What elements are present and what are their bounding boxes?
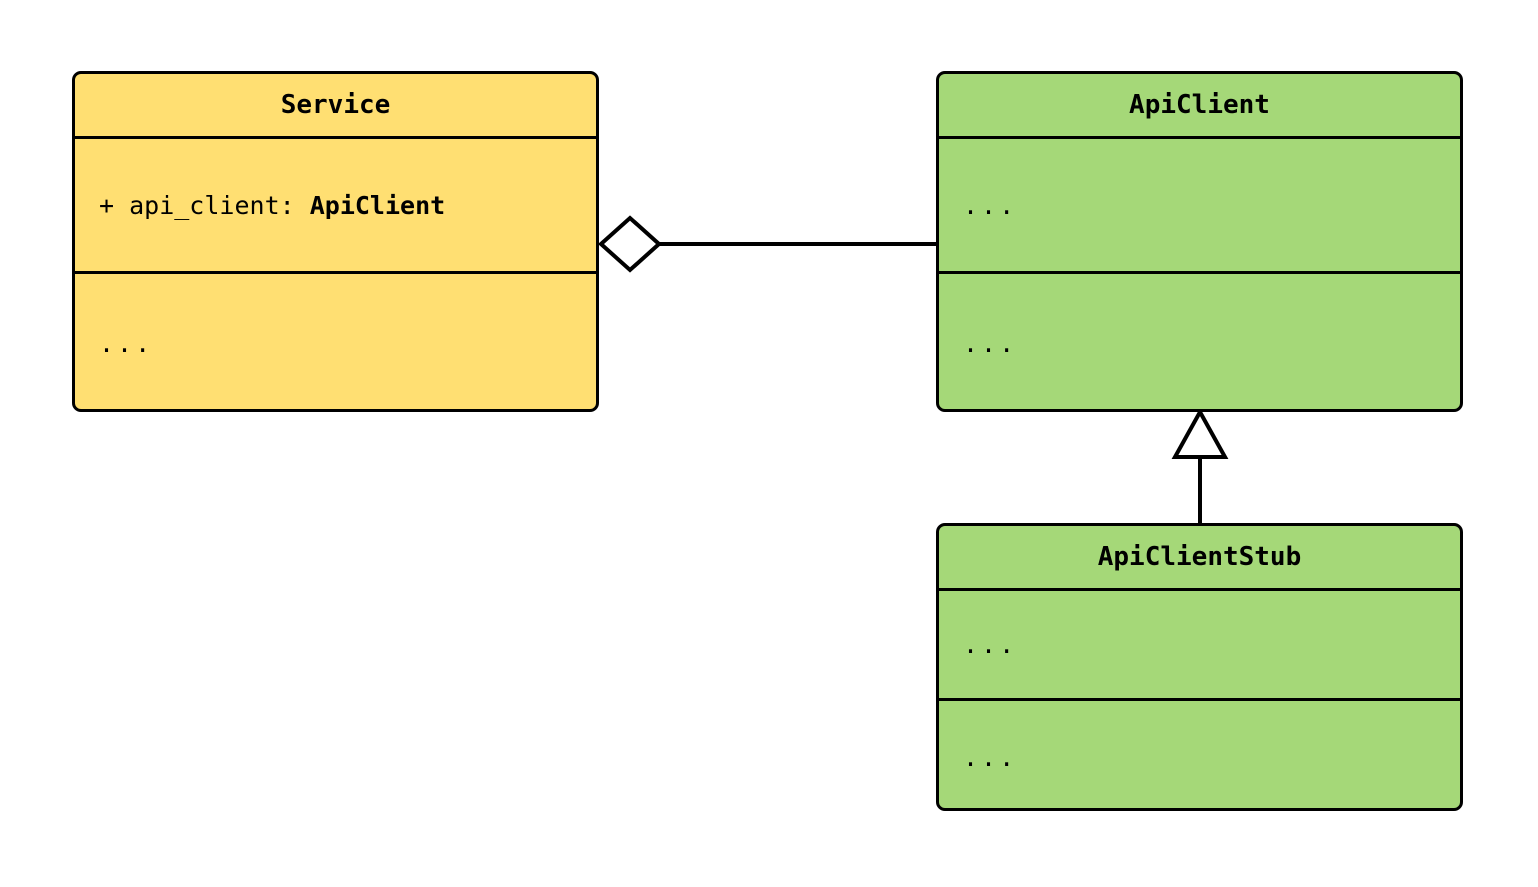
- attribute-row: ...: [963, 190, 1018, 220]
- attribute-type: ApiClient: [309, 190, 446, 220]
- class-title-apiclient: ApiClient: [939, 74, 1460, 139]
- attribute-row: + api_client: ApiClient: [99, 191, 445, 220]
- class-box-apiclient[interactable]: ApiClient ... ...: [936, 71, 1463, 412]
- method-row: ...: [963, 328, 1018, 358]
- attribute-prefix: + api_client:: [99, 190, 310, 220]
- aggregation-edge-service-apiclient[interactable]: [598, 215, 937, 273]
- class-methods-apiclientstub: ...: [939, 701, 1460, 808]
- class-attributes-service: + api_client: ApiClient: [75, 139, 596, 274]
- class-title-service: Service: [75, 74, 596, 139]
- class-box-service[interactable]: Service + api_client: ApiClient ...: [72, 71, 599, 412]
- hollow-diamond-icon: [598, 215, 662, 273]
- method-row: ...: [963, 743, 1018, 772]
- class-methods-apiclient: ...: [939, 274, 1460, 409]
- hollow-triangle-icon: [1171, 407, 1229, 459]
- generalization-edge-stub-apiclient[interactable]: [1171, 407, 1229, 524]
- class-attributes-apiclient: ...: [939, 139, 1460, 274]
- class-attributes-apiclientstub: ...: [939, 591, 1460, 701]
- class-title-apiclientstub: ApiClientStub: [939, 526, 1460, 591]
- class-methods-service: ...: [75, 274, 596, 409]
- class-box-apiclientstub[interactable]: ApiClientStub ... ...: [936, 523, 1463, 811]
- attribute-row: ...: [963, 630, 1018, 659]
- method-row: ...: [99, 328, 154, 358]
